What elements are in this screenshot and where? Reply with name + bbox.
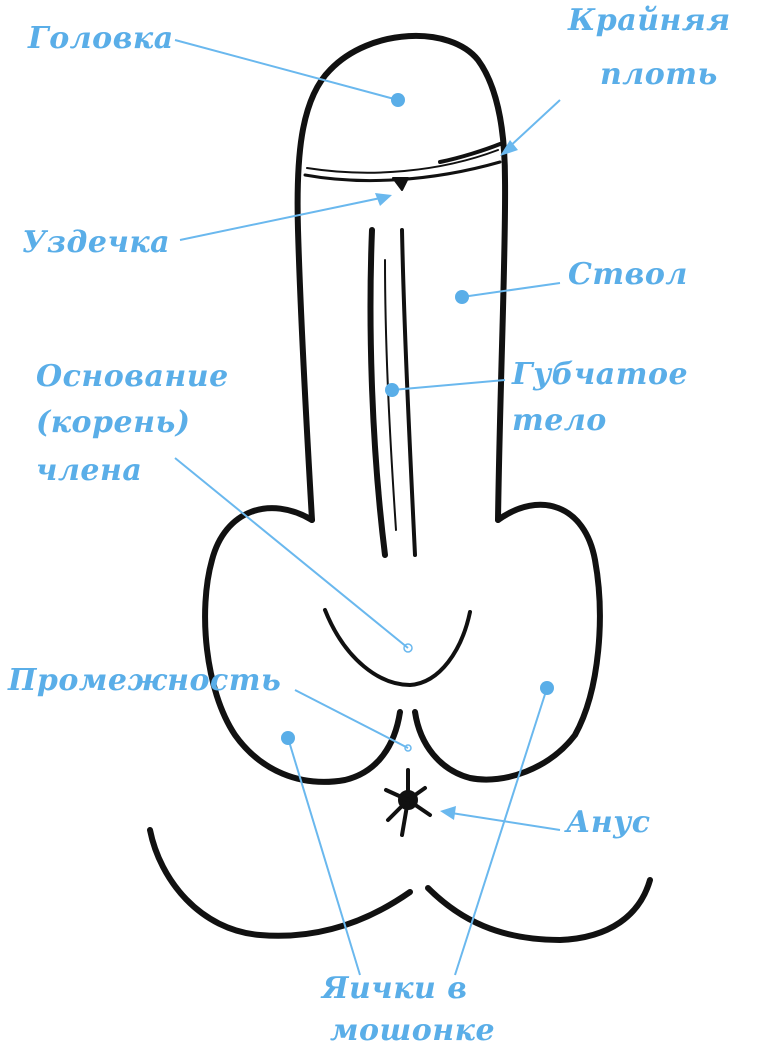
leader-base	[175, 458, 408, 648]
label-base-1: Основание	[36, 360, 229, 394]
anus-mark	[386, 770, 430, 835]
label-testicles-1: Яички в	[322, 972, 467, 1006]
leader-frenulum	[180, 196, 390, 240]
label-shaft: Ствол	[568, 258, 688, 292]
dot-testicle-left	[281, 731, 295, 745]
dot-glans	[391, 93, 405, 107]
arrow-frenulum	[375, 193, 392, 206]
scrotum-left	[205, 508, 400, 782]
arrow-anus	[440, 806, 456, 820]
label-anus: Анус	[566, 806, 651, 840]
dot-testicle-right	[540, 681, 554, 695]
leader-shaft	[462, 283, 560, 297]
penis-base-curve	[325, 610, 470, 685]
label-testicles-2: мошонке	[330, 1014, 495, 1048]
label-frenulum: Уздечка	[22, 226, 170, 260]
leader-perineum	[295, 690, 408, 748]
dot-spongy	[385, 383, 399, 397]
label-foreskin-1: Крайняя	[568, 4, 731, 38]
label-spongy-2: тело	[512, 404, 607, 438]
frenulum-mark	[393, 178, 408, 190]
spongy-line-left	[371, 230, 385, 555]
label-foreskin-2: плоть	[600, 58, 718, 92]
buttock-right	[428, 880, 650, 940]
label-perineum: Промежность	[8, 664, 281, 698]
label-base-2: (корень)	[36, 406, 190, 440]
leader-testicle-left	[288, 738, 360, 975]
label-base-3: члена	[36, 454, 142, 488]
scrotum-right	[415, 505, 600, 780]
label-glans: Головка	[28, 22, 174, 56]
dot-shaft	[455, 290, 469, 304]
buttock-left	[150, 830, 410, 936]
label-spongy-1: Губчатое	[512, 358, 688, 392]
spongy-line-mid	[402, 230, 415, 555]
leader-foreskin	[506, 100, 560, 150]
